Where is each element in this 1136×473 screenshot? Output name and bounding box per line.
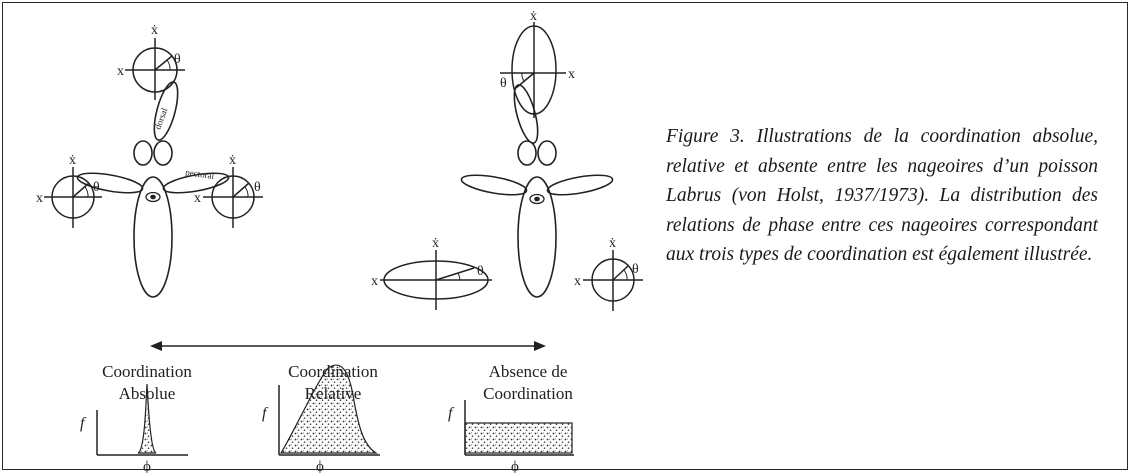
axis-label-x: x <box>574 274 581 289</box>
axis-label-xdot: ẋ <box>530 9 537 24</box>
panel-label-absent-line2: Coordination <box>483 384 573 403</box>
fish-label-dorsal: dorsal <box>152 106 169 131</box>
panel-label-absent-line1: Absence de <box>488 362 568 381</box>
distribution-plot-absolute <box>96 383 188 456</box>
phase-circle-left-bl <box>44 167 102 228</box>
axis-label-theta: θ <box>254 180 261 195</box>
axis-label-x: x <box>36 191 43 206</box>
panel-label-absolute: Coordination Absolue <box>62 361 232 405</box>
axis-label-f: f <box>80 415 87 432</box>
axis-label-theta: θ <box>632 262 639 277</box>
axis-label-phi: ϕ <box>511 459 519 473</box>
coordination-spectrum-arrow <box>150 341 546 351</box>
axis-label-xdot: ẋ <box>432 236 439 251</box>
axis-label-f: f <box>448 405 455 422</box>
figure-illustration: dorsal pectoral x ẋ θ x ẋ θ x ẋ θ <box>36 9 643 473</box>
phase-circle-left-br <box>203 167 263 228</box>
phase-ellipse-right-top <box>500 22 566 118</box>
panel-label-relative-line1: Coordination <box>288 362 378 381</box>
axis-label-phi: ϕ <box>143 459 151 473</box>
axis-label-x: x <box>117 64 124 79</box>
axis-label-theta: θ <box>174 52 181 67</box>
distribution-plot-absent <box>464 400 574 456</box>
panel-label-absolute-line2: Absolue <box>118 384 176 403</box>
axis-label-f: f <box>262 405 269 422</box>
panel-label-absolute-line1: Coordination <box>102 362 192 381</box>
axis-label-x: x <box>568 67 575 82</box>
axis-label-xdot: ẋ <box>69 153 76 168</box>
axis-label-theta: θ <box>477 264 484 279</box>
axis-label-xdot: ẋ <box>609 236 616 251</box>
distribution-plot-relative <box>278 364 380 456</box>
panel-label-relative: Coordination Relative <box>248 361 418 405</box>
panel-label-relative-line2: Relative <box>304 384 362 403</box>
phase-ellipse-right-bl <box>380 250 492 310</box>
phase-circle-right-br <box>583 250 643 311</box>
figure-caption: Figure 3. Illustrations de la coordinati… <box>666 126 1098 265</box>
axis-label-x: x <box>194 191 201 206</box>
fish-right <box>460 84 614 298</box>
axis-label-phi: ϕ <box>316 459 324 473</box>
panel-label-absent: Absence de Coordination <box>443 361 613 405</box>
axis-label-theta: θ <box>93 180 100 195</box>
axis-label-xdot: ẋ <box>229 153 236 168</box>
fish-label-pectoral: pectoral <box>185 167 216 181</box>
axis-label-theta: θ <box>500 76 507 91</box>
phase-circle-left-top <box>125 38 185 100</box>
axis-label-x: x <box>371 274 378 289</box>
axis-label-xdot: ẋ <box>151 23 158 38</box>
